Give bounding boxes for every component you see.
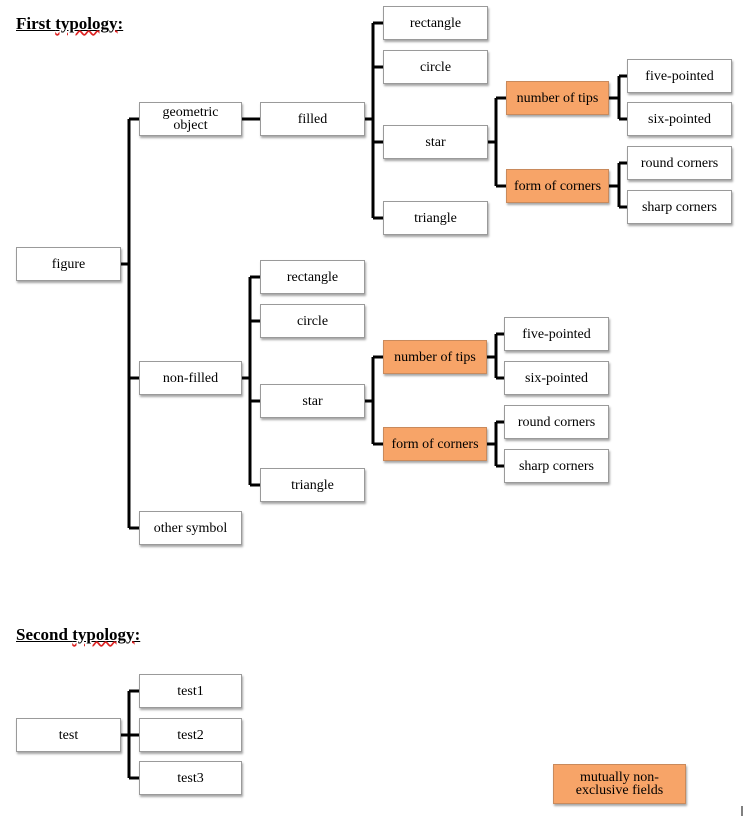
node-filled: filled	[260, 102, 365, 136]
node-filled-sharp-corners: sharp corners	[627, 190, 732, 224]
node-test1: test1	[139, 674, 242, 708]
node-test3: test3	[139, 761, 242, 795]
first-typology-heading: First typology:	[16, 14, 123, 34]
node-label: geometric object	[162, 105, 219, 133]
legend-label-line1: mutually non-	[580, 770, 659, 785]
node-non-filled-circle: circle	[260, 304, 365, 338]
node-filled-six-pointed: six-pointed	[627, 102, 732, 136]
node-label: form of corners	[391, 436, 479, 452]
node-label: star	[302, 393, 323, 409]
node-label: sharp corners	[518, 458, 595, 474]
second-typology-heading: Second typology:	[16, 625, 140, 645]
node-non-filled-sharp-corners: sharp corners	[504, 449, 609, 483]
node-label: sharp corners	[641, 199, 718, 215]
node-non-filled-form-of-corners: form of corners	[383, 427, 487, 461]
second-heading-prefix: Second	[16, 625, 73, 644]
node-non-filled: non-filled	[139, 361, 242, 395]
node-label: rectangle	[286, 269, 339, 285]
first-heading-word: typology	[55, 14, 118, 33]
legend-label-line2: exclusive fields	[575, 783, 664, 798]
node-label: test1	[177, 683, 204, 699]
node-non-filled-five-pointed: five-pointed	[504, 317, 609, 351]
node-test2: test2	[139, 718, 242, 752]
node-label: rectangle	[409, 15, 462, 31]
node-other-symbol: other symbol	[139, 511, 242, 545]
second-heading-suffix: :	[134, 625, 141, 644]
node-filled-star: star	[383, 125, 488, 159]
node-label: number of tips	[516, 90, 599, 106]
node-filled-round-corners: round corners	[627, 146, 732, 180]
node-label: filled	[297, 111, 328, 127]
node-test: test	[16, 718, 121, 752]
node-label: triangle	[291, 477, 334, 493]
node-non-filled-number-of-tips: number of tips	[383, 340, 487, 374]
node-label: figure	[51, 256, 86, 272]
node-label: circle	[296, 313, 329, 329]
node-label: non-filled	[162, 370, 219, 386]
node-figure: figure	[16, 247, 121, 281]
node-label: round corners	[517, 414, 596, 430]
node-label: six-pointed	[525, 370, 588, 386]
node-non-filled-triangle: triangle	[260, 468, 365, 502]
node-label: five-pointed	[645, 68, 714, 84]
node-non-filled-rectangle: rectangle	[260, 260, 365, 294]
node-non-filled-six-pointed: six-pointed	[504, 361, 609, 395]
node-filled-rectangle: rectangle	[383, 6, 488, 40]
node-filled-circle: circle	[383, 50, 488, 84]
node-label: form of corners	[513, 178, 602, 194]
node-label: five-pointed	[522, 326, 591, 342]
legend-mutually-non-exclusive: mutually non- exclusive fields	[553, 764, 686, 804]
node-label: other symbol	[153, 520, 228, 536]
node-label: test	[58, 727, 79, 743]
node-label: star	[425, 134, 446, 150]
first-heading-prefix: First	[16, 14, 56, 33]
node-label: circle	[419, 59, 452, 75]
node-label: six-pointed	[648, 111, 711, 127]
node-label: triangle	[414, 210, 457, 226]
node-filled-five-pointed: five-pointed	[627, 59, 732, 93]
node-filled-form-of-corners: form of corners	[506, 169, 609, 203]
node-geometric-object: geometric object	[139, 102, 242, 136]
node-filled-number-of-tips: number of tips	[506, 81, 609, 115]
node-label: number of tips	[394, 349, 476, 365]
node-label: round corners	[640, 155, 719, 171]
second-heading-word: typology	[72, 625, 135, 644]
node-non-filled-round-corners: round corners	[504, 405, 609, 439]
node-label: test3	[177, 770, 204, 786]
node-label: test2	[177, 727, 204, 743]
node-non-filled-star: star	[260, 384, 365, 418]
node-filled-triangle: triangle	[383, 201, 488, 235]
first-heading-suffix: :	[117, 14, 124, 33]
